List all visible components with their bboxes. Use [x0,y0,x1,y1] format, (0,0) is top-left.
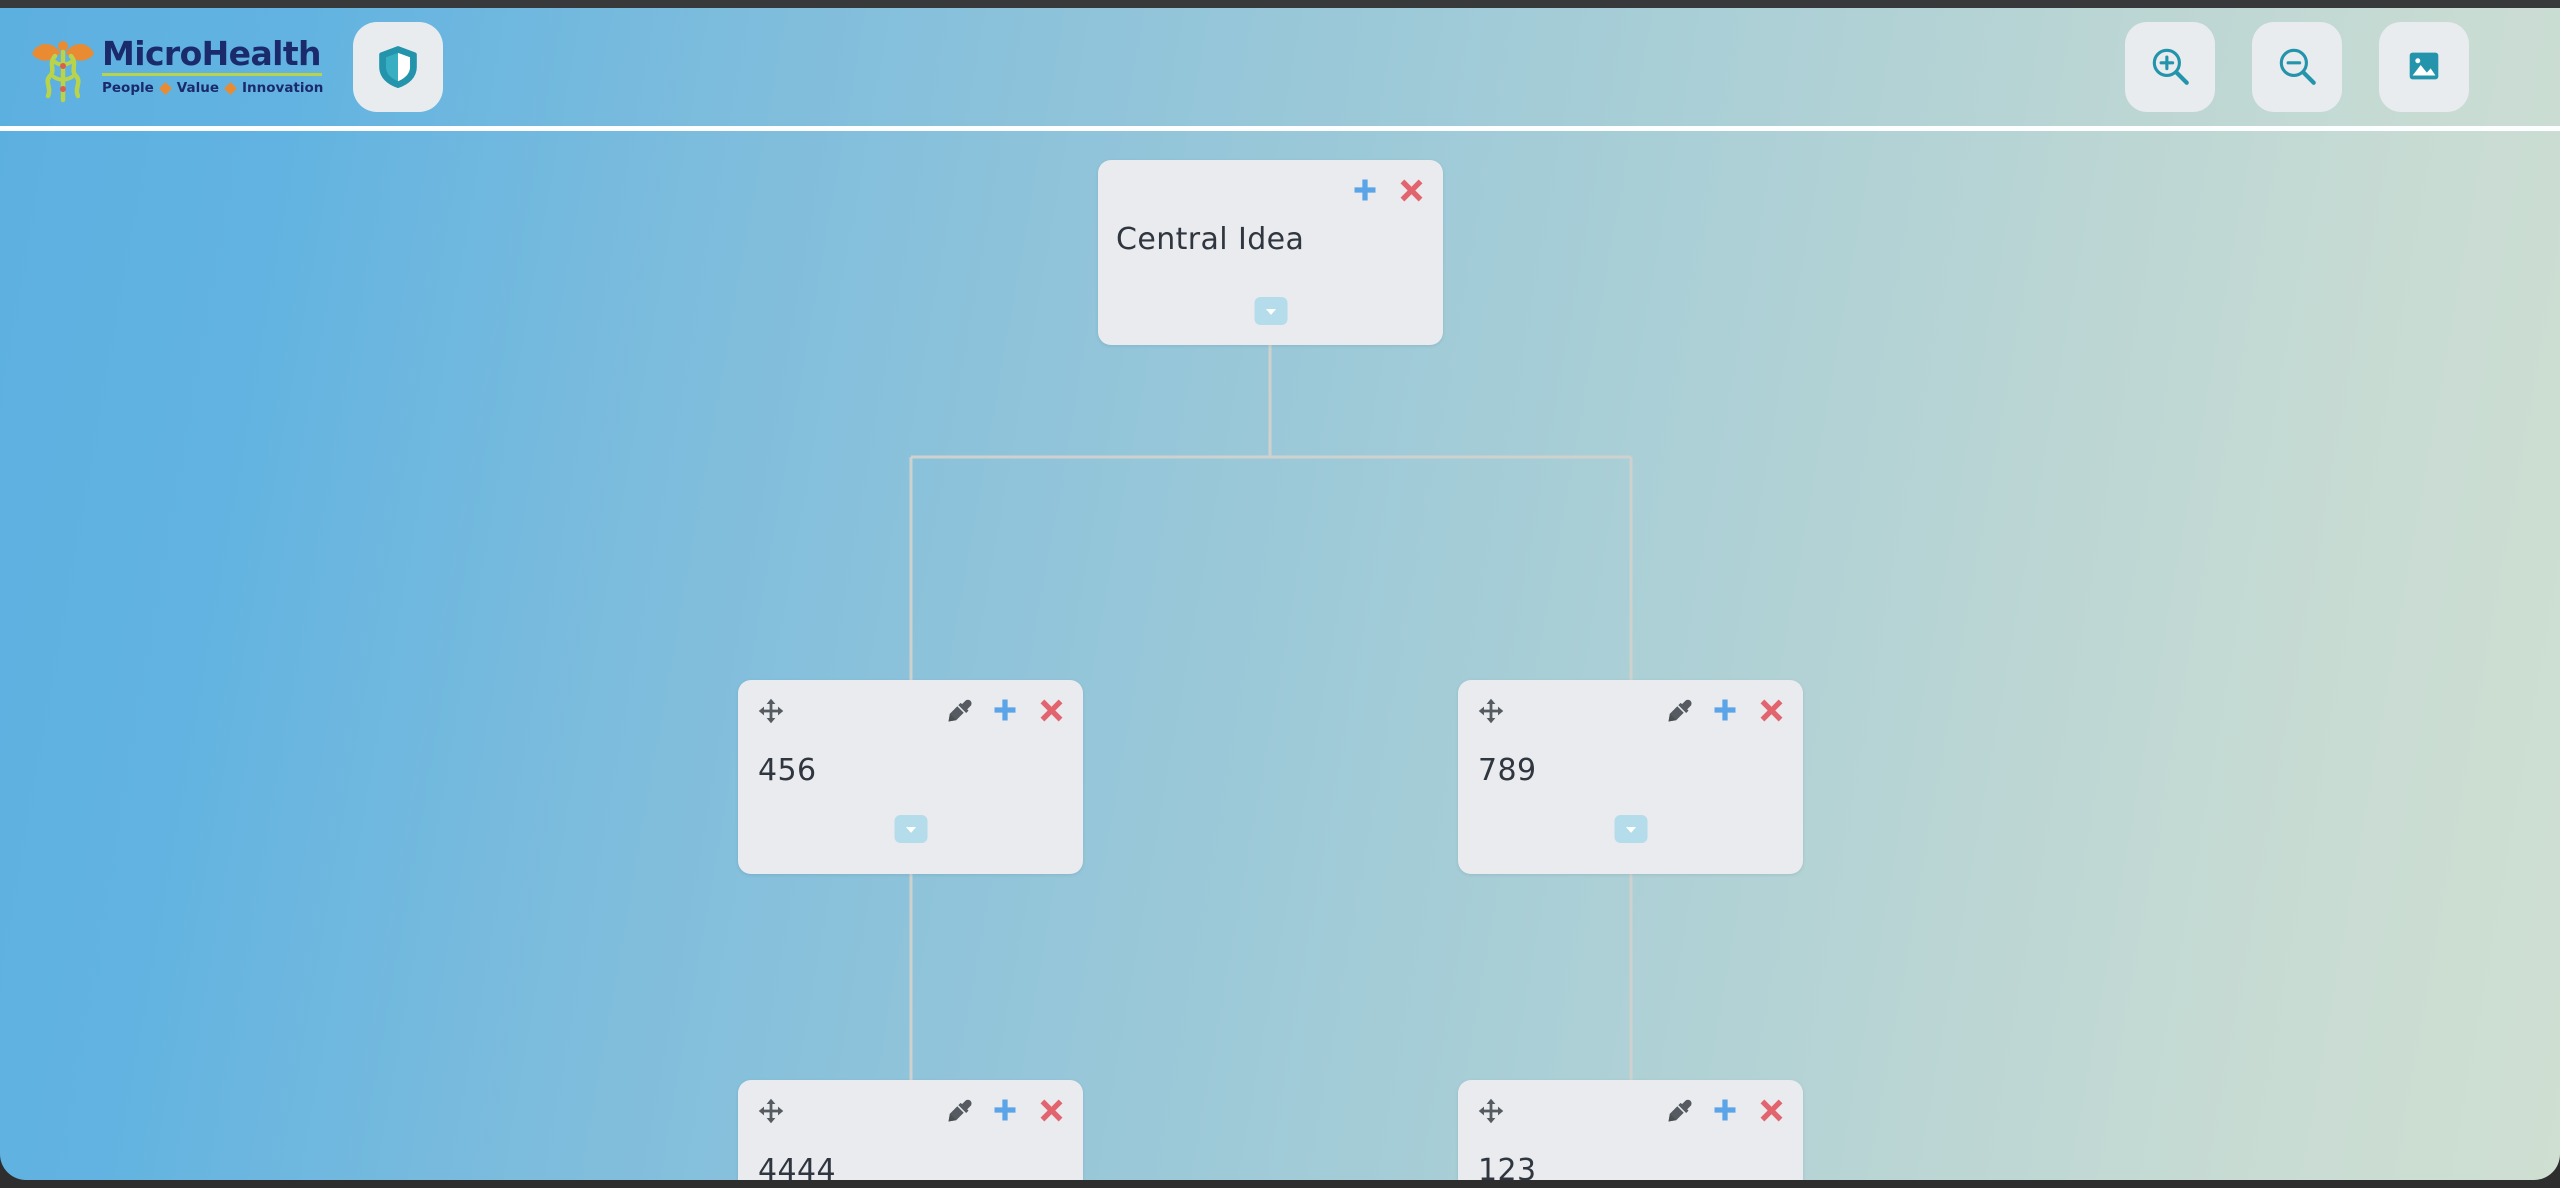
move-handle-icon[interactable] [1476,696,1506,726]
tagline-word-1: People [102,80,154,96]
node-label: 123 [1478,1153,1537,1180]
move-handle-icon[interactable] [1476,1096,1506,1126]
tagline-word-2: Value [176,80,219,96]
tagline-word-3: Innovation [242,80,324,96]
mindmap-node-root[interactable]: Central Idea [1098,160,1443,345]
caduceus-logo-icon [26,32,98,104]
brand-logo: MicroHealth People Value Innovation [26,30,326,106]
brand-tagline: People Value Innovation [102,80,324,96]
chevron-down-icon[interactable] [894,815,927,843]
plus-icon[interactable] [1349,174,1381,206]
shield-icon [375,43,421,92]
mindmap-canvas[interactable]: Central Idea [0,131,2560,1180]
close-x-icon[interactable] [1395,174,1427,206]
eyedropper-icon[interactable] [943,694,975,726]
node-label: Central Idea [1116,222,1305,257]
node-actions [1663,1094,1787,1126]
brand-logo-text: MicroHealth People Value Innovation [102,36,324,96]
node-label: 789 [1478,753,1537,788]
plus-icon[interactable] [1709,694,1741,726]
plus-icon[interactable] [1709,1094,1741,1126]
close-x-icon[interactable] [1755,694,1787,726]
app-header: MicroHealth People Value Innovation [0,8,2560,126]
close-x-icon[interactable] [1035,694,1067,726]
node-actions [943,1094,1067,1126]
close-x-icon[interactable] [1035,1094,1067,1126]
zoom-in-button[interactable] [2125,22,2215,112]
eyedropper-icon[interactable] [1663,1094,1695,1126]
app-viewport: MicroHealth People Value Innovation [0,8,2560,1180]
tagline-diamond-icon [158,81,172,95]
zoom-out-icon [2274,43,2320,92]
image-icon [2403,45,2445,90]
mindmap-node-456[interactable]: 456 [738,680,1083,874]
move-handle-icon[interactable] [756,696,786,726]
move-handle-icon[interactable] [756,1096,786,1126]
eyedropper-icon[interactable] [1663,694,1695,726]
brand-underline [102,73,322,76]
plus-icon[interactable] [989,694,1021,726]
mindmap-node-789[interactable]: 789 [1458,680,1803,874]
tagline-diamond-icon [224,81,237,95]
export-image-button[interactable] [2379,22,2469,112]
close-x-icon[interactable] [1755,1094,1787,1126]
node-actions [943,694,1067,726]
shield-button[interactable] [353,22,443,112]
mindmap-node-4444[interactable]: 4444 [738,1080,1083,1180]
chevron-down-icon[interactable] [1614,815,1647,843]
plus-icon[interactable] [989,1094,1021,1126]
mindmap-node-123[interactable]: 123 [1458,1080,1803,1180]
header-divider [0,126,2560,131]
node-actions [1349,174,1427,206]
zoom-out-button[interactable] [2252,22,2342,112]
node-actions [1663,694,1787,726]
window-chrome-strip [0,0,2560,8]
brand-name: MicroHealth [102,34,322,73]
zoom-in-icon [2147,43,2193,92]
node-label: 456 [758,753,817,788]
node-label: 4444 [758,1153,836,1180]
eyedropper-icon[interactable] [943,1094,975,1126]
chevron-down-icon[interactable] [1254,297,1287,325]
